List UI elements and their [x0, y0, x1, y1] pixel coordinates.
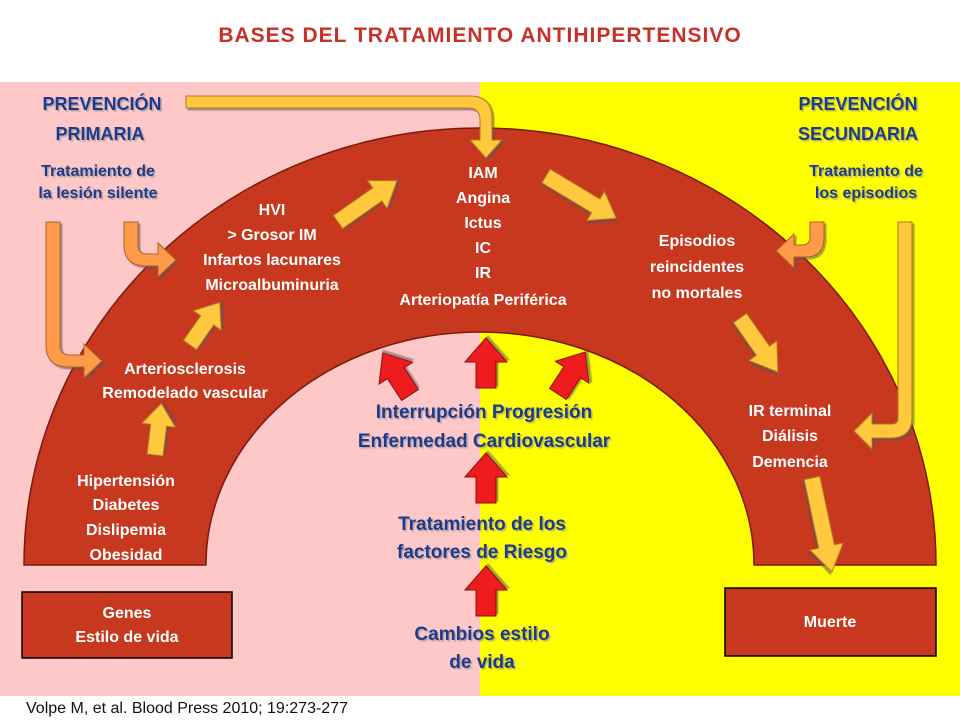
event-angina: Angina	[456, 190, 510, 207]
label-im-thickness: > Grosor IM	[227, 227, 316, 244]
label-dementia: Demencia	[752, 454, 828, 471]
arrow-terminal-to-death	[803, 475, 844, 573]
risk-factor-hypertension: Hipertensión	[77, 473, 175, 490]
label-arteriosclerosis: Arteriosclerosis	[124, 361, 246, 378]
death-box-label: Muerte	[804, 614, 857, 631]
red-arrow-center-top	[463, 337, 509, 389]
genes-box	[21, 591, 233, 659]
label-interruption-line1: Interrupción Progresión	[376, 402, 592, 423]
label-lifestyle-line2: de vida	[449, 652, 515, 673]
risk-factor-obesity: Obesidad	[90, 547, 163, 564]
primary-heading-line1: PREVENCIÓN	[42, 93, 161, 114]
primary-subheading-line2: la lesión silente	[38, 185, 157, 202]
label-treatment-line2: factores de Riesgo	[397, 542, 567, 563]
genes-box-line2: Estilo de vida	[75, 629, 178, 646]
primary-left-bent-arrow	[45, 221, 103, 380]
top-bent-arrow	[185, 95, 504, 159]
red-arrow-center-middle	[463, 452, 509, 504]
risk-factor-dyslipemia: Dislipemia	[86, 522, 166, 539]
arrow-hvi-to-events	[332, 180, 398, 230]
label-hvi: HVI	[259, 202, 286, 219]
label-vascular-remodeling: Remodelado vascular	[102, 385, 267, 402]
death-box	[724, 587, 937, 657]
event-peripheral-arteriopathy: Arteriopatía Periférica	[399, 292, 566, 309]
disease-continuum-arch	[23, 127, 937, 566]
primary-subheading-line1: Tratamiento de	[41, 163, 155, 180]
arrow-arteriosclerosis-to-hvi	[182, 301, 222, 351]
arrow-risk-to-arteriosclerosis	[140, 402, 177, 457]
event-ic: IC	[475, 240, 491, 257]
red-arrow-left-diagonal	[378, 352, 420, 402]
risk-factor-diabetes: Diabetes	[93, 497, 160, 514]
secondary-outer-bent-arrow	[853, 221, 913, 451]
label-recurrent-episodes: Episodios	[659, 233, 736, 250]
label-treatment-line1: Tratamiento de los	[398, 514, 566, 535]
event-ir: IR	[475, 265, 491, 282]
secondary-subheading-line1: Tratamiento de	[809, 163, 923, 180]
label-microalbuminuria: Microalbuminuria	[205, 277, 338, 294]
label-lifestyle-line1: Cambios estilo	[414, 624, 549, 645]
arrow-recurrent-to-terminal	[732, 312, 779, 373]
label-recurrent-reincident: reincidentes	[650, 259, 744, 276]
event-iam: IAM	[468, 165, 497, 182]
label-interruption-line2: Enfermedad Cardiovascular	[358, 431, 611, 452]
secondary-inner-bent-arrow	[775, 221, 825, 270]
label-recurrent-nonfatal: no mortales	[652, 285, 743, 302]
label-lacunar-infarcts: Infartos lacunares	[203, 252, 341, 269]
secondary-heading-line1: PREVENCIÓN	[798, 93, 917, 114]
primary-inner-bent-arrow	[123, 221, 177, 279]
primary-heading-line2: PRIMARIA	[56, 124, 145, 144]
red-arrow-center-bottom	[463, 565, 509, 617]
red-arrow-right-diagonal	[548, 351, 590, 401]
secondary-heading-line2: SECUNDARIA	[798, 124, 918, 144]
label-dialysis: Diálisis	[762, 428, 818, 445]
diagram-title: BASES DEL TRATAMIENTO ANTIHIPERTENSIVO	[218, 24, 741, 47]
label-terminal-ir: IR terminal	[749, 403, 832, 420]
secondary-subheading-line2: los episodios	[815, 185, 917, 202]
citation: Volpe M, et al. Blood Press 2010; 19:273…	[26, 700, 348, 717]
arrow-events-to-recurrent	[541, 168, 618, 222]
genes-box-line1: Genes	[103, 605, 152, 622]
event-ictus: Ictus	[464, 215, 501, 232]
